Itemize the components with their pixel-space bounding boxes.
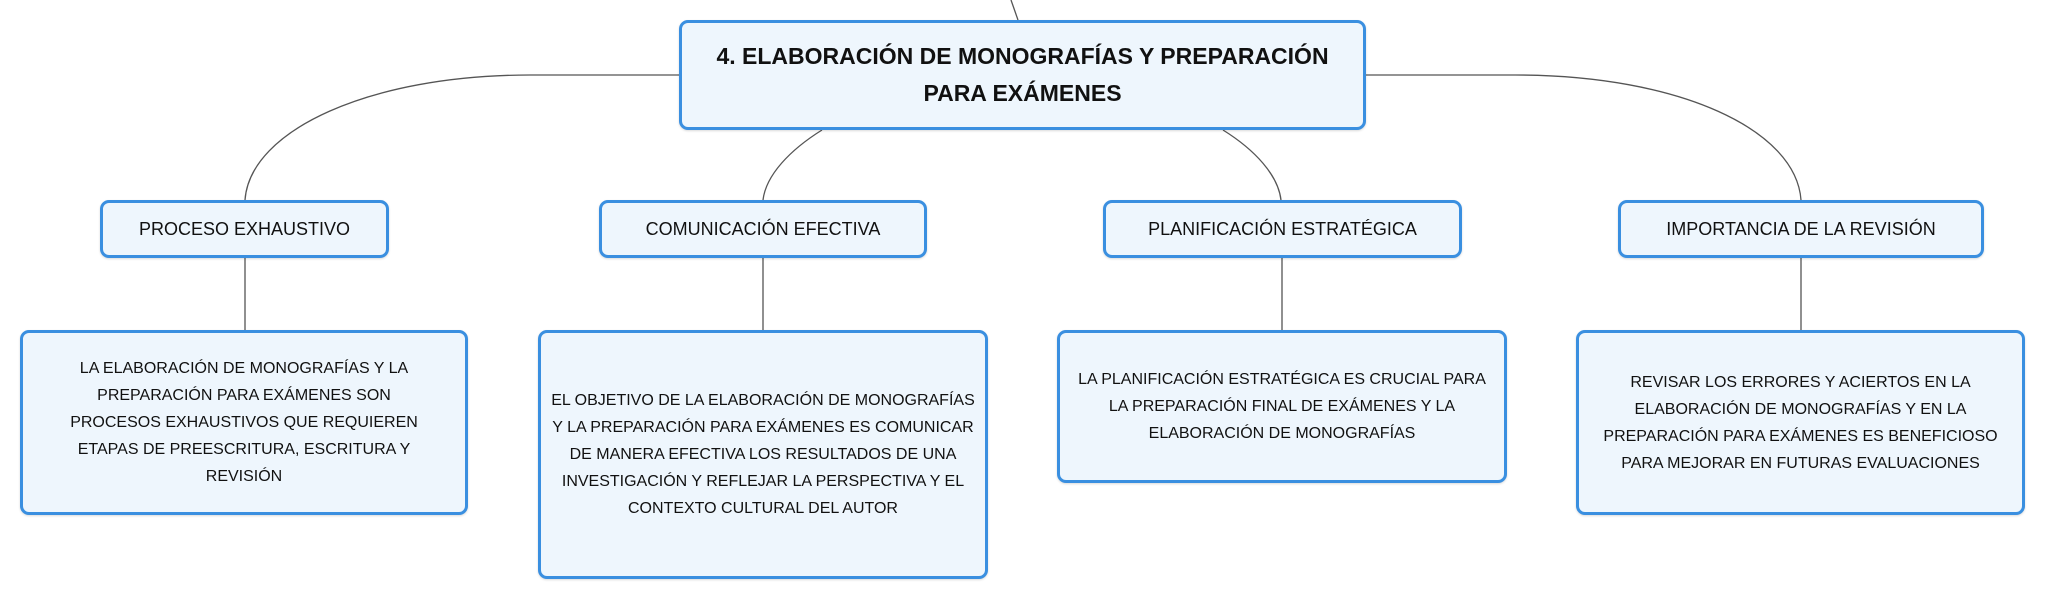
branch-comunicacion-efectiva[interactable]: COMUNICACIÓN EFECTIVA [599,200,927,258]
branch-proceso-exhaustivo[interactable]: PROCESO EXHAUSTIVO [100,200,389,258]
branch-importancia-revision[interactable]: IMPORTANCIA DE LA REVISIÓN [1618,200,1984,258]
connector-root-to-branch-1 [244,74,679,201]
detail-importancia-revision[interactable]: REVISAR LOS ERRORES Y ACIERTOS EN LA ELA… [1576,330,2025,515]
detail-proceso-exhaustivo[interactable]: LA ELABORACIÓN DE MONOGRAFÍAS Y LA PREPA… [20,330,468,515]
detail-text: REVISAR LOS ERRORES Y ACIERTOS EN LA ELA… [1603,373,1998,472]
detail-planificacion-estrategica[interactable]: LA PLANIFICACIÓN ESTRATÉGICA ES CRUCIAL … [1057,330,1507,483]
root-topic[interactable]: 4. ELABORACIÓN DE MONOGRAFÍAS Y PREPARAC… [679,20,1366,130]
connector-root-to-branch-2 [762,129,823,201]
root-topic-title: 4. ELABORACIÓN DE MONOGRAFÍAS Y PREPARAC… [716,43,1329,106]
detail-comunicacion-efectiva[interactable]: EL OBJETIVO DE LA ELABORACIÓN DE MONOGRA… [538,330,988,579]
branch-label: IMPORTANCIA DE LA REVISIÓN [1666,218,1936,239]
branch-label: COMUNICACIÓN EFECTIVA [645,218,881,239]
branch-planificacion-estrategica[interactable]: PLANIFICACIÓN ESTRATÉGICA [1103,200,1462,258]
connector-root-to-branch-4 [1366,74,1802,201]
detail-text: LA ELABORACIÓN DE MONOGRAFÍAS Y LA PREPA… [70,360,418,485]
connector-root-to-branch-3 [1222,129,1282,201]
connector-parent-to-root [1010,0,1019,21]
branch-label: PLANIFICACIÓN ESTRATÉGICA [1148,218,1417,239]
detail-text: EL OBJETIVO DE LA ELABORACIÓN DE MONOGRA… [551,392,975,517]
branch-label: PROCESO EXHAUSTIVO [138,218,351,239]
detail-text: LA PLANIFICACIÓN ESTRATÉGICA ES CRUCIAL … [1078,371,1486,442]
